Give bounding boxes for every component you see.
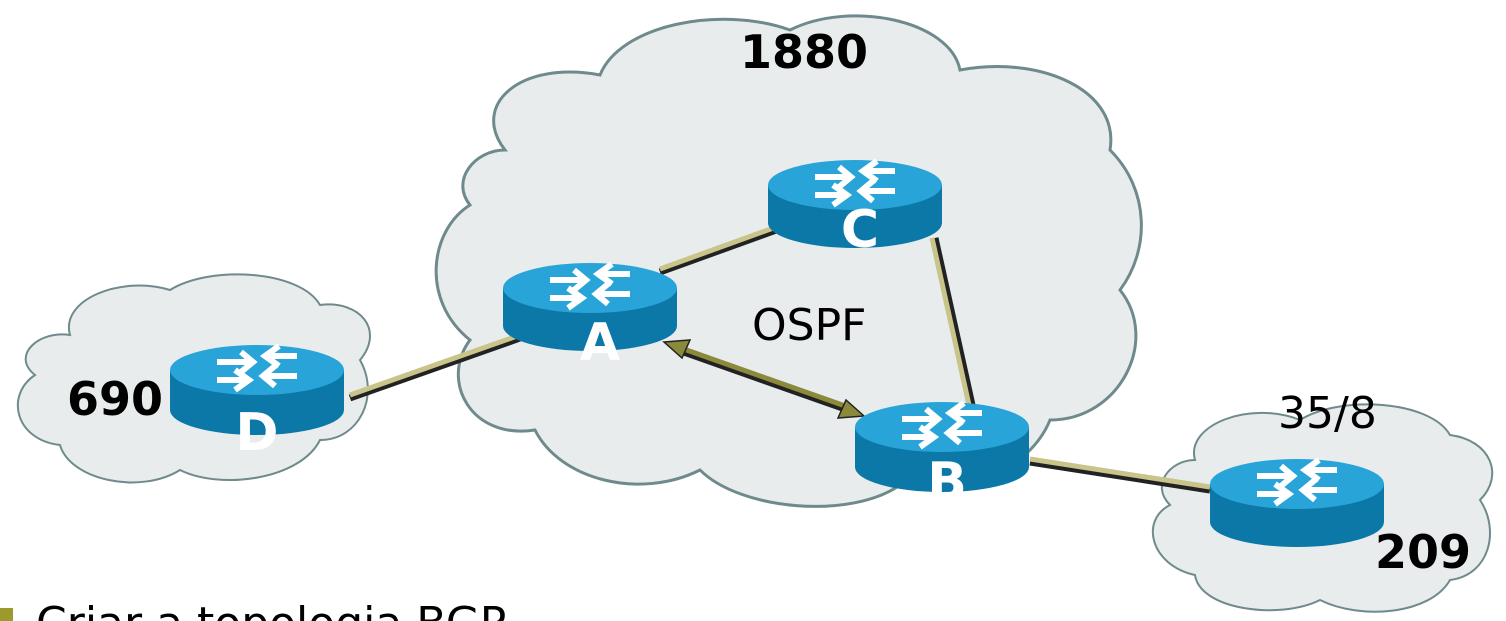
bgp-session-arrow (662, 339, 866, 419)
router-as209[interactable] (1210, 459, 1384, 547)
links (348, 219, 1211, 494)
link-a-c (658, 221, 792, 276)
link-b-right (1029, 458, 1211, 494)
prefix-label: 35/8 (1278, 388, 1377, 439)
ospf-label: OSPF (752, 300, 866, 351)
main-cloud (434, 14, 1143, 508)
router-c-label: C (841, 200, 879, 260)
as-1880-label: 1880 (740, 25, 868, 79)
router-a[interactable]: A (503, 263, 677, 373)
link-d-a (348, 334, 522, 402)
router-icon (855, 402, 1029, 492)
router-d[interactable]: D (170, 345, 344, 463)
router-b-label: B (927, 452, 967, 512)
router-icon (768, 160, 942, 248)
bullet-text: Criar a topologia BGP (36, 598, 506, 621)
router-a-label: A (580, 313, 620, 373)
bullet-icon (0, 608, 13, 621)
as-209-label: 209 (1375, 525, 1471, 579)
router-icon (170, 345, 344, 435)
router-icon (503, 263, 677, 351)
router-b[interactable]: B (855, 402, 1029, 512)
link-c-b (931, 237, 976, 406)
router-icon (1210, 459, 1384, 547)
router-d-label: D (235, 403, 278, 463)
as-690-label: 690 (67, 372, 163, 426)
router-c[interactable]: C (768, 160, 942, 260)
